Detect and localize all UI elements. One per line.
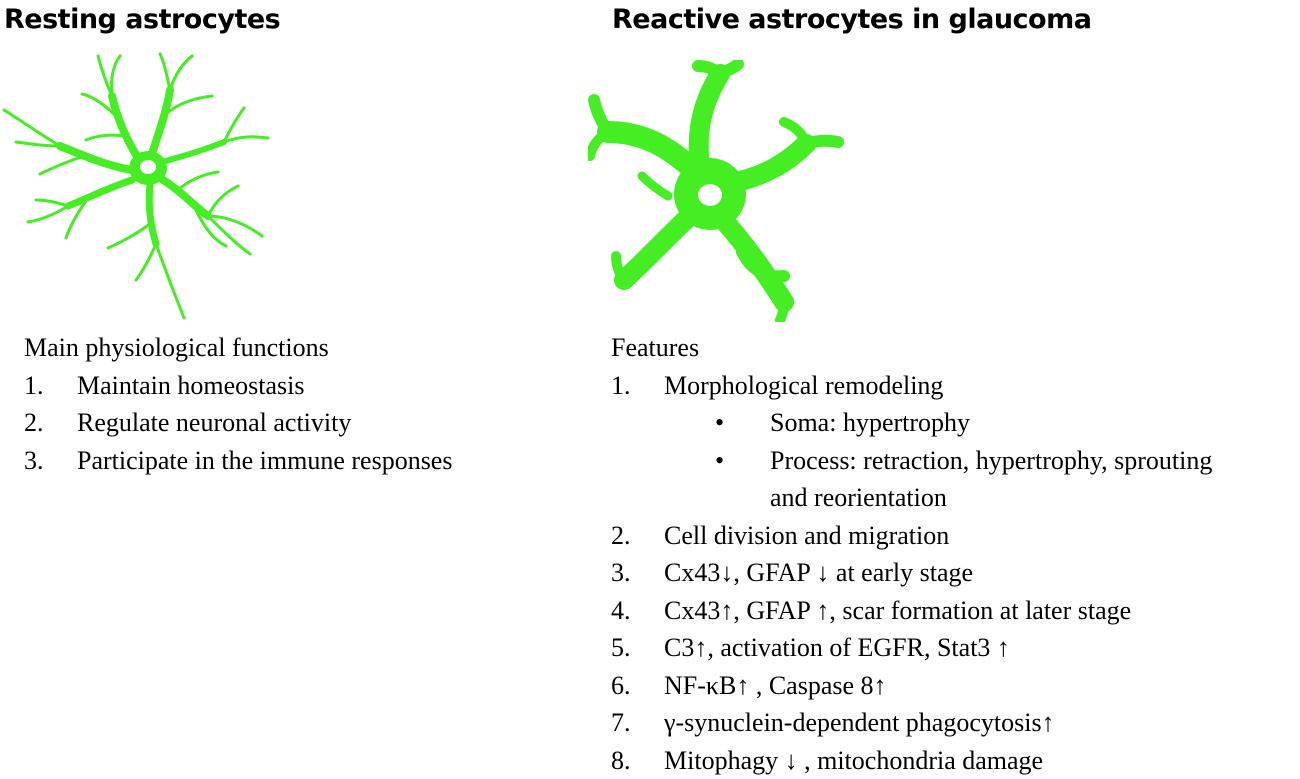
list-item-number: 7. (611, 704, 631, 742)
list-item-number: 3. (611, 554, 631, 592)
list-item-text: Regulate neuronal activity (77, 404, 351, 442)
bullet-icon: • (715, 442, 724, 480)
features-header: Features (611, 329, 699, 367)
list-item-number: 6. (611, 667, 631, 705)
list-item-text: Cell division and migration (664, 517, 949, 555)
bullet-icon: • (715, 404, 724, 442)
reactive-astrocyte-icon (588, 60, 848, 322)
sub-list-item-text: Soma: hypertrophy (770, 404, 970, 442)
list-item-text: Mitophagy ↓ , mitochondria damage (664, 742, 1043, 779)
list-item-number: 2. (24, 404, 44, 442)
resting-astrocytes-title: Resting astrocytes (4, 2, 280, 38)
list-item-number: 4. (611, 592, 631, 630)
main-functions-header: Main physiological functions (24, 329, 329, 367)
list-item-number: 1. (611, 367, 631, 405)
list-item-number: 5. (611, 629, 631, 667)
list-item-text: Cx43↓, GFAP ↓ at early stage (664, 554, 973, 592)
list-item-number: 1. (24, 367, 44, 405)
list-item-number: 3. (24, 442, 44, 480)
list-item-text: Participate in the immune responses (77, 442, 452, 480)
list-item-number: 8. (611, 742, 631, 779)
sub-list-item-continuation: and reorientation (770, 479, 947, 517)
list-item-text: Maintain homeostasis (77, 367, 304, 405)
sub-list-item-text: Process: retraction, hypertrophy, sprout… (770, 442, 1212, 480)
list-item-text: C3↑, activation of EGFR, Stat3 ↑ (664, 629, 1010, 667)
list-item-text: Morphological remodeling (664, 367, 943, 405)
list-item-text: γ-synuclein-dependent phagocytosis↑ (664, 704, 1055, 742)
resting-astrocyte-icon (0, 50, 290, 322)
list-item-text: NF-κB↑ , Caspase 8↑ (664, 667, 887, 705)
list-item-number: 2. (611, 517, 631, 555)
list-item-text: Cx43↑, GFAP ↑, scar formation at later s… (664, 592, 1131, 630)
reactive-astrocytes-title: Reactive astrocytes in glaucoma (612, 2, 1091, 38)
